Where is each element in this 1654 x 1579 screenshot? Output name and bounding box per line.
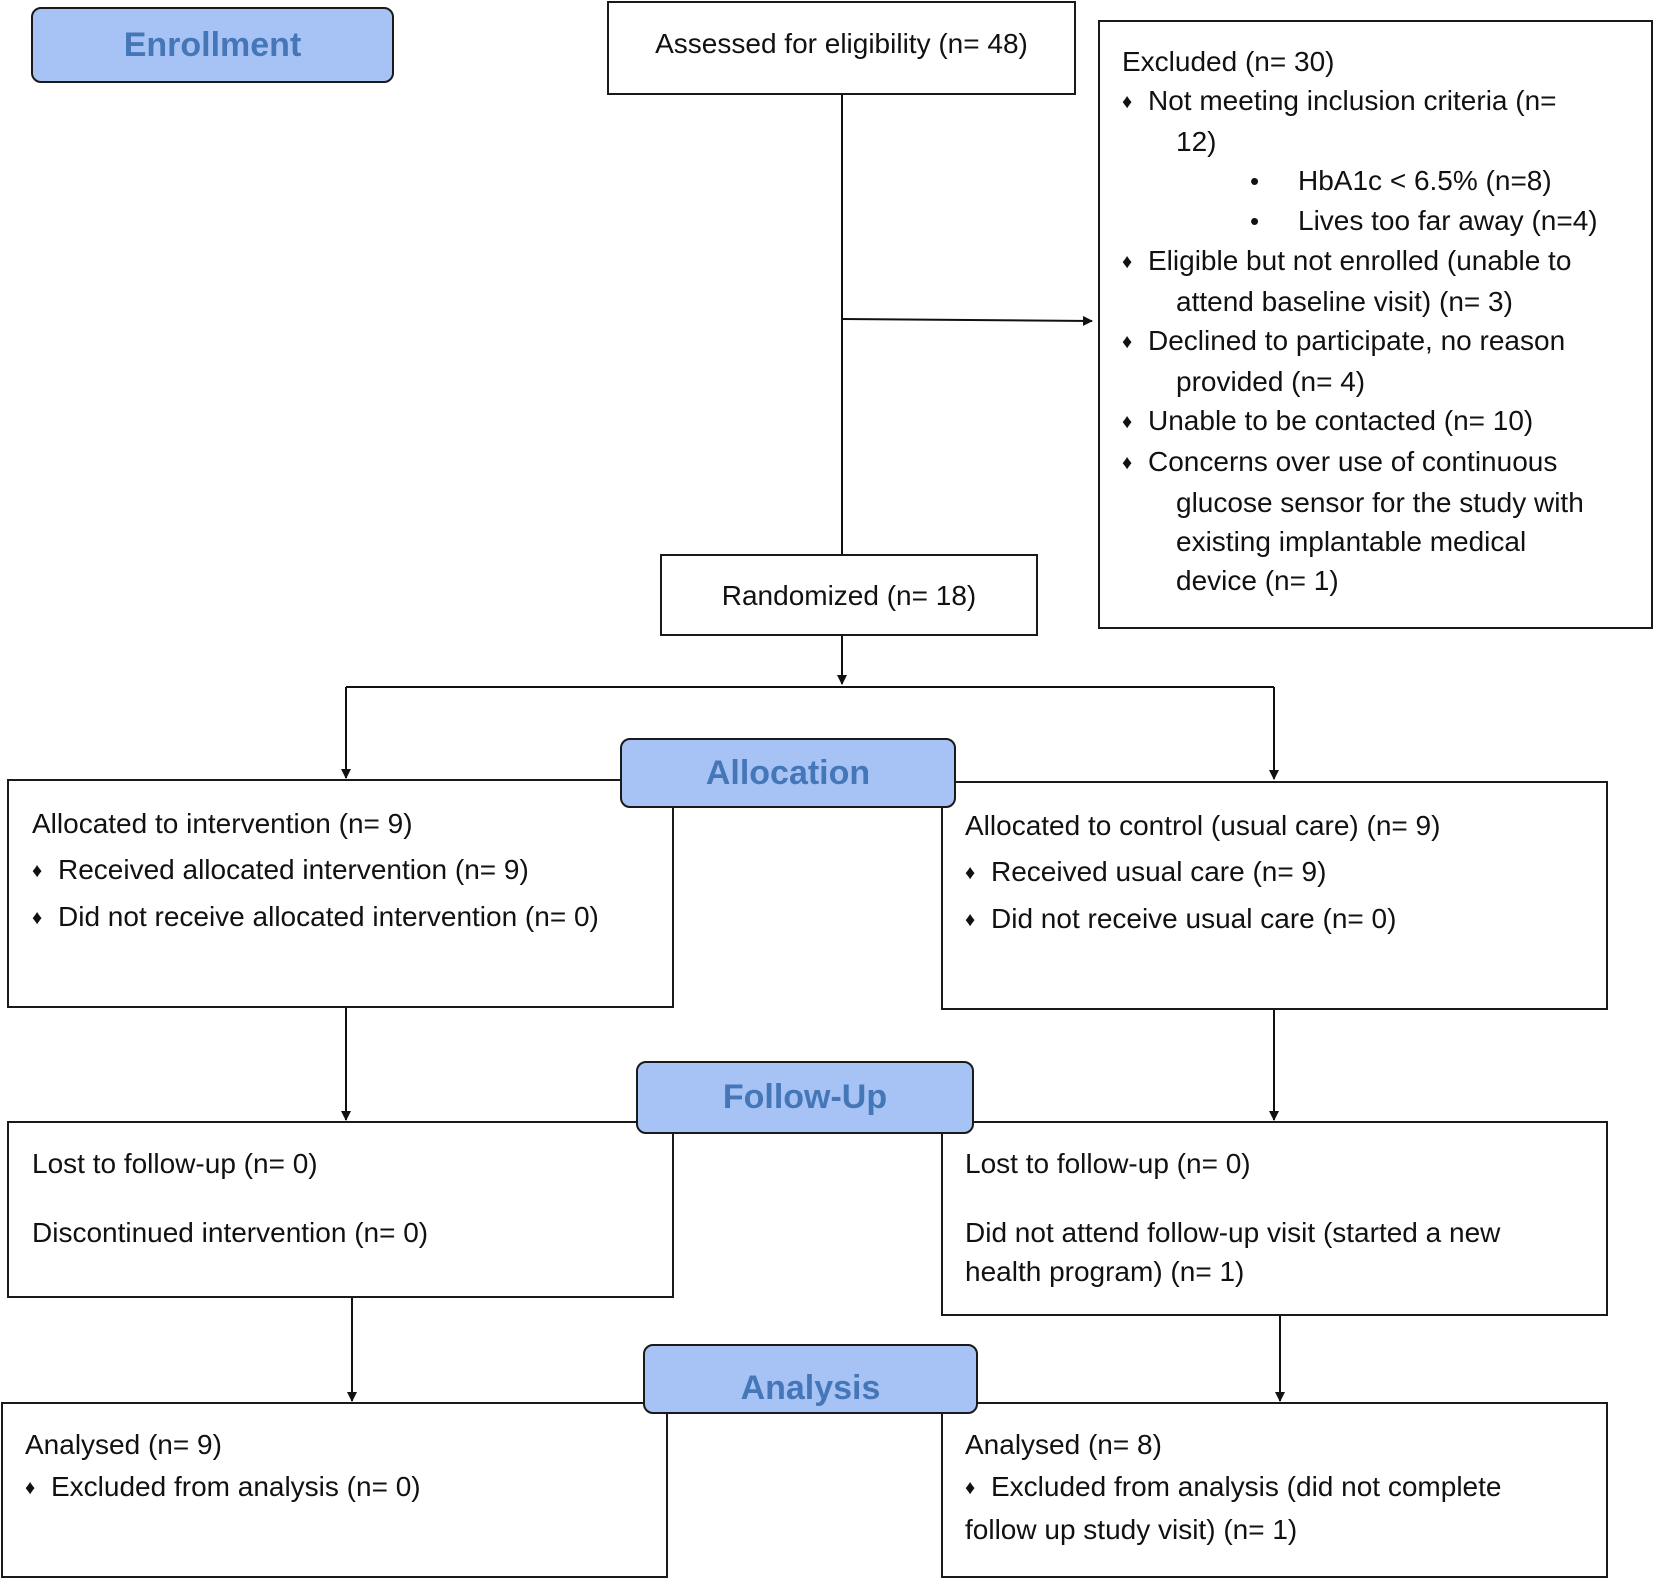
analysis-control-title: Analysed (n= 8) xyxy=(965,1429,1162,1460)
excluded-subitem: •HbA1c < 6.5% (n=8) xyxy=(1122,161,1651,201)
analysis-intervention-box: Analysed (n= 9) ♦Excluded from analysis … xyxy=(1,1402,668,1578)
follow-up-control-box: Lost to follow-up (n= 0) Did not attend … xyxy=(941,1121,1608,1316)
follow-up-control-did-not-attend-continuation: health program) (n= 1) xyxy=(965,1256,1245,1287)
stage-label-allocation: Allocation xyxy=(620,738,956,808)
analysis-control-box: Analysed (n= 8) ♦Excluded from analysis … xyxy=(941,1402,1608,1578)
excluded-item: ♦Eligible but not enrolled (unable to xyxy=(1122,241,1651,282)
stage-analysis-text: Analysis xyxy=(740,1369,881,1407)
diamond-bullet-icon: ♦ xyxy=(965,862,976,884)
stage-label-enrollment: Enrollment xyxy=(31,7,394,83)
diamond-bullet-icon: ♦ xyxy=(1122,452,1133,474)
allocation-intervention-title: Allocated to intervention (n= 9) xyxy=(32,808,413,839)
excluded-item: ♦Declined to participate, no reason xyxy=(1122,321,1651,362)
excluded-title: Excluded (n= 30) xyxy=(1122,46,1335,77)
allocation-control-item: ♦Received usual care (n= 9) xyxy=(965,849,1606,896)
stage-allocation-text: Allocation xyxy=(705,753,871,792)
excluded-item: ♦Concerns over use of continuous xyxy=(1122,442,1651,483)
follow-up-control-did-not-attend: Did not attend follow-up visit (started … xyxy=(965,1217,1501,1248)
stage-label-follow-up: Follow-Up xyxy=(636,1061,974,1134)
diamond-bullet-icon: ♦ xyxy=(1122,331,1133,353)
stage-follow-up-text: Follow-Up xyxy=(722,1078,888,1116)
analysis-control-item: ♦Excluded from analysis (did not complet… xyxy=(965,1466,1606,1509)
follow-up-intervention-box: Lost to follow-up (n= 0) Discontinued in… xyxy=(7,1121,674,1298)
allocation-control-title: Allocated to control (usual care) (n= 9) xyxy=(965,810,1441,841)
diamond-bullet-icon: ♦ xyxy=(965,909,976,931)
allocation-control-box: Allocated to control (usual care) (n= 9)… xyxy=(941,781,1608,1010)
analysis-intervention-item: ♦Excluded from analysis (n= 0) xyxy=(25,1466,666,1509)
follow-up-intervention-discontinued: Discontinued intervention (n= 0) xyxy=(32,1217,429,1248)
to-excluded-arrow xyxy=(841,315,1093,326)
diamond-bullet-icon: ♦ xyxy=(1122,411,1133,433)
allocation-intervention-item: ♦Received allocated intervention (n= 9) xyxy=(32,847,672,894)
randomized-text: Randomized (n= 18) xyxy=(721,579,977,611)
excluded-item-continuation: 12) xyxy=(1176,126,1217,157)
randomized-box: Randomized (n= 18) xyxy=(660,554,1038,636)
dot-bullet-icon: • xyxy=(1250,166,1260,196)
allocation-control-item: ♦Did not receive usual care (n= 0) xyxy=(965,896,1606,943)
excluded-subitem: •Lives too far away (n=4) xyxy=(1122,201,1651,241)
excluded-item: ♦Not meeting inclusion criteria (n= xyxy=(1122,81,1651,122)
stage-enrollment-text: Enrollment xyxy=(123,25,302,64)
allocation-intervention-box: Allocated to intervention (n= 9) ♦Receiv… xyxy=(7,779,674,1008)
diamond-bullet-icon: ♦ xyxy=(32,907,43,929)
excluded-item: ♦Unable to be contacted (n= 10) xyxy=(1122,401,1651,442)
excluded-item-continuation: existing implantable medical xyxy=(1176,526,1527,557)
excluded-item-continuation: provided (n= 4) xyxy=(1176,366,1366,397)
follow-up-intervention-lost: Lost to follow-up (n= 0) xyxy=(32,1148,318,1179)
excluded-item-continuation: glucose sensor for the study with xyxy=(1176,487,1584,518)
excluded-box: Excluded (n= 30) ♦Not meeting inclusion … xyxy=(1098,20,1653,629)
diamond-bullet-icon: ♦ xyxy=(1122,91,1133,113)
allocation-intervention-item: ♦Did not receive allocated intervention … xyxy=(32,894,672,941)
follow-up-control-lost: Lost to follow-up (n= 0) xyxy=(965,1148,1251,1179)
dot-bullet-icon: • xyxy=(1250,206,1260,236)
excluded-item-continuation: device (n= 1) xyxy=(1176,565,1339,596)
stage-label-analysis: Analysis xyxy=(643,1344,978,1414)
diamond-bullet-icon: ♦ xyxy=(32,860,43,882)
excluded-item-continuation: attend baseline visit) (n= 3) xyxy=(1176,286,1513,317)
diamond-bullet-icon: ♦ xyxy=(965,1477,976,1499)
assessed-box: Assessed for eligibility (n= 48) xyxy=(607,1,1076,95)
diamond-bullet-icon: ♦ xyxy=(25,1477,36,1499)
assessed-text: Assessed for eligibility (n= 48) xyxy=(655,27,1028,59)
diamond-bullet-icon: ♦ xyxy=(1122,251,1133,273)
analysis-intervention-title: Analysed (n= 9) xyxy=(25,1429,222,1460)
analysis-control-item-continuation: follow up study visit) (n= 1) xyxy=(965,1514,1298,1545)
